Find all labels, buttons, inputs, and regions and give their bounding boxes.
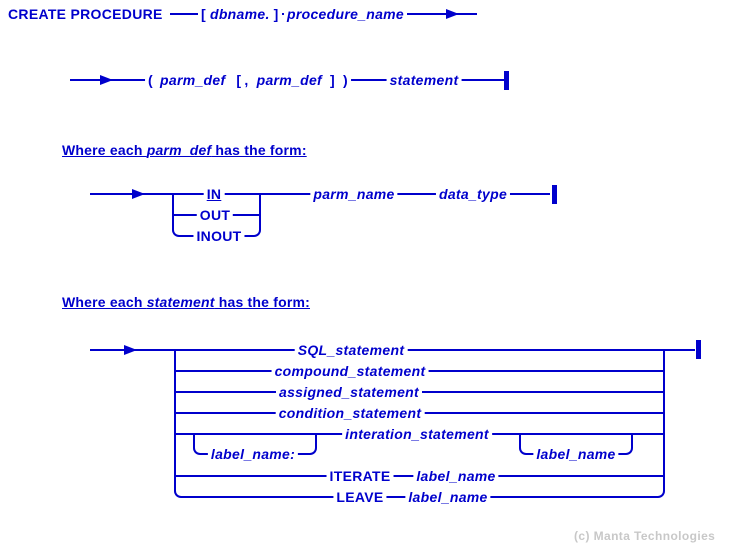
arrow-right-icon: [132, 189, 145, 199]
keyword-in: IN: [203, 186, 225, 202]
branch-rail: [663, 349, 665, 491]
heading-statement: Where each statement has the form:: [62, 293, 310, 311]
terminator-icon: [696, 340, 701, 359]
rail-corner: [174, 491, 181, 498]
bracket-open: [: [201, 6, 206, 22]
var-label-name-after: label_name: [533, 446, 619, 462]
branch-rail: [519, 434, 521, 448]
branch-rail: [259, 193, 261, 230]
bracket-close: ]: [330, 72, 335, 88]
keyword-iterate: ITERATE: [326, 468, 394, 484]
var-statement: statement: [386, 72, 462, 88]
bracket-close: ]: [273, 6, 279, 22]
var-dbname: dbname.: [209, 6, 270, 22]
branch-rail: [315, 434, 317, 448]
var-parm-name: parm_name: [310, 186, 398, 202]
branch-rail: [172, 193, 174, 230]
heading-parm-def: Where each parm_def has the form:: [62, 141, 307, 159]
branch-rail: [174, 349, 176, 491]
var-procedure-name: procedure_name: [284, 6, 408, 22]
parm-list-group: ( parm_def [, parm_def]): [145, 72, 351, 88]
keyword-out: OUT: [196, 207, 234, 223]
var-sql-statement: SQL_statement: [294, 342, 408, 358]
arrow-right-icon: [124, 345, 137, 355]
paren-open: (: [148, 72, 154, 88]
heading-term: statement: [146, 294, 215, 310]
optional-dbname-group: [dbname.]: [198, 6, 282, 22]
keyword-leave: LEAVE: [333, 489, 387, 505]
var-iterate-label-name: label_name: [413, 468, 499, 484]
heading-suffix: has the form:: [214, 294, 310, 310]
var-label-name-before: label_name:: [207, 446, 299, 462]
var-interation-statement: interation_statement: [342, 426, 492, 442]
arrow-right-icon: [100, 75, 113, 85]
keyword-in-text: IN: [206, 186, 222, 202]
rail-corner: [193, 448, 200, 455]
comma: ,: [244, 72, 249, 88]
var-parm-def: parm_def: [256, 72, 323, 88]
var-assigned-statement: assigned_statement: [275, 384, 423, 400]
var-leave-label-name: label_name: [405, 489, 491, 505]
branch-rail: [631, 434, 633, 448]
bracket-open: [: [236, 72, 242, 88]
terminator-icon: [504, 71, 509, 90]
var-compound-statement: compound_statement: [271, 363, 429, 379]
var-data-type: data_type: [435, 186, 511, 202]
heading-prefix: Where each: [62, 142, 147, 158]
terminator-icon: [552, 185, 557, 204]
rail-corner: [254, 230, 261, 237]
rail-corner: [310, 448, 317, 455]
rail-corner: [519, 448, 526, 455]
paren-close: ): [342, 72, 348, 88]
var-condition-statement: condition_statement: [275, 405, 425, 421]
var-parm-def: parm_def: [160, 72, 226, 88]
keyword-inout: INOUT: [193, 228, 245, 244]
branch-rail: [193, 434, 195, 448]
rail-corner: [172, 230, 179, 237]
keyword-create-procedure: CREATE PROCEDURE: [5, 6, 166, 22]
rail-corner: [626, 448, 633, 455]
heading-term: parm_def: [146, 142, 212, 158]
arrow-right-icon: [446, 9, 459, 19]
heading-suffix: has the form:: [211, 142, 307, 158]
rail-corner: [658, 491, 665, 498]
heading-prefix: Where each: [62, 294, 147, 310]
copyright-text: (c) Manta Technologies: [574, 529, 716, 543]
